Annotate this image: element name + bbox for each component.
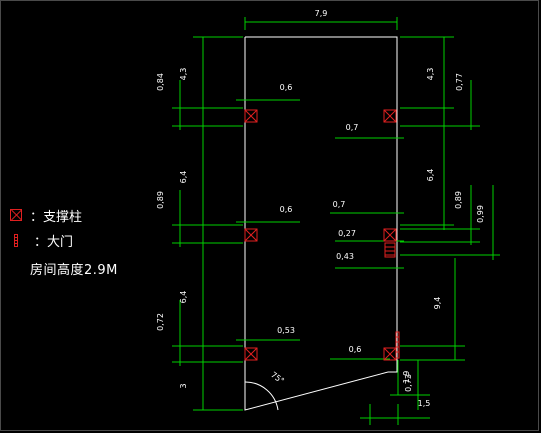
legend-door-row: ：大门 <box>10 229 118 251</box>
dim-col1-offset: 0,6 <box>280 83 293 92</box>
door-symbol-icon <box>14 233 18 247</box>
legend-door-label: ：大门 <box>34 234 74 250</box>
dim-bottom-width: 1,5 <box>418 399 431 408</box>
column-left-2 <box>244 228 258 242</box>
column-left-1 <box>244 109 258 123</box>
dim-right-top: 4,3 <box>426 68 435 81</box>
column-right-2 <box>383 228 397 242</box>
left-wall <box>244 37 389 411</box>
dim-right-col-mid: 0,89 <box>454 191 463 209</box>
dim-left-col2: 0,89 <box>156 191 165 209</box>
dim-left-mid2: 6,4 <box>179 291 188 304</box>
dim-right-col-mid2: 0,99 <box>476 205 485 223</box>
dim-door-offset2: 0,43 <box>336 252 354 261</box>
walls <box>244 36 398 411</box>
dim-right-col2-offset: 0,7 <box>333 200 346 209</box>
dim-right-col1-offset: 0,7 <box>346 123 359 132</box>
dim-right-lower: 9,4 <box>433 297 442 310</box>
dimension-lines <box>172 17 500 425</box>
dim-top-width: 7,9 <box>315 9 328 18</box>
dim-left-col1: 0,84 <box>156 73 165 91</box>
dim-left-col3: 0,72 <box>156 313 165 331</box>
door-swing-arc <box>244 381 279 411</box>
column-symbol-icon <box>10 209 22 221</box>
door-marker-lower <box>395 331 400 359</box>
dim-door-offset1: 0,27 <box>338 229 356 238</box>
legend-column-row: ：支撑柱 <box>10 204 118 226</box>
column-right-1 <box>383 109 397 123</box>
dim-bottom-col-offset: 0,6 <box>349 345 362 354</box>
column-left-3 <box>244 347 258 361</box>
right-wall <box>245 36 398 373</box>
door-marker-mid <box>384 242 396 258</box>
dim-right-mid: 6,4 <box>426 169 435 182</box>
dim-left-bottom: 3 <box>179 383 188 388</box>
legend: ：支撑柱 ：大门 房间高度2.9M <box>10 204 118 278</box>
dim-col2-offset: 0,6 <box>280 205 293 214</box>
dim-right-col-top: 0,77 <box>455 73 464 91</box>
dim-left-top: 4,3 <box>179 68 188 81</box>
dim-left-mid1: 6,4 <box>179 171 188 184</box>
dim-col3-offset: 0,53 <box>277 326 295 335</box>
dim-bottom-right-a: 1,9 <box>402 371 411 384</box>
dim-bottom-right-b: 0,73 <box>404 374 413 392</box>
legend-column-label: ：支撑柱 <box>30 209 83 225</box>
room-height-note: 房间高度2.9M <box>30 263 118 278</box>
door-markers <box>384 242 400 359</box>
